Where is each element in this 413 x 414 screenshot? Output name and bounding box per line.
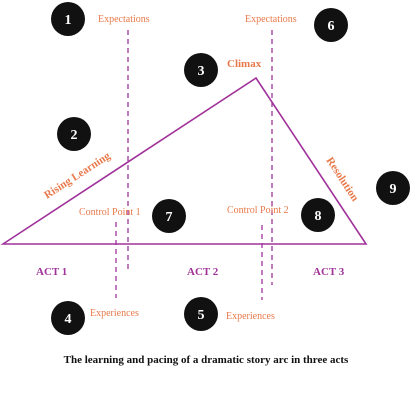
control-point-1-label: Control Point 1 (79, 207, 141, 218)
diagram-caption: The learning and pacing of a dramatic st… (64, 354, 349, 366)
marker-badge-4: 4 (51, 301, 85, 335)
svg-text:7: 7 (166, 210, 173, 225)
svg-text:5: 5 (198, 308, 205, 323)
marker-badge-6: 6 (314, 8, 348, 42)
marker-badge-8: 8 (301, 198, 335, 232)
act-2-label: ACT 2 (187, 266, 219, 278)
marker-badge-2: 2 (57, 117, 91, 151)
climax-label: Climax (227, 58, 262, 70)
svg-text:8: 8 (315, 209, 322, 224)
svg-text:2: 2 (71, 128, 78, 143)
story-arc-triangle (0, 76, 368, 245)
svg-text:4: 4 (65, 312, 72, 327)
act-3-label: ACT 3 (313, 266, 345, 278)
resolution-label: Resolution (323, 155, 360, 204)
svg-text:1: 1 (65, 13, 72, 28)
control-point-2-label: Control Point 2 (227, 205, 289, 216)
act-1-label: ACT 1 (36, 266, 67, 278)
experiences-label-1: Experiences (90, 308, 139, 319)
expectations-label-1: Expectations (98, 14, 150, 25)
svg-text:9: 9 (390, 182, 397, 197)
marker-badge-9: 9 (376, 171, 410, 205)
svg-text:6: 6 (328, 19, 335, 34)
marker-badge-1: 1 (51, 2, 85, 36)
marker-badge-7: 7 (152, 199, 186, 233)
svg-text:3: 3 (198, 64, 205, 79)
experiences-label-2: Experiences (226, 311, 275, 322)
expectations-label-2: Expectations (245, 14, 297, 25)
marker-badge-3: 3 (184, 53, 218, 87)
marker-badge-5: 5 (184, 297, 218, 331)
rising-learning-label: Rising Learning (42, 150, 113, 202)
